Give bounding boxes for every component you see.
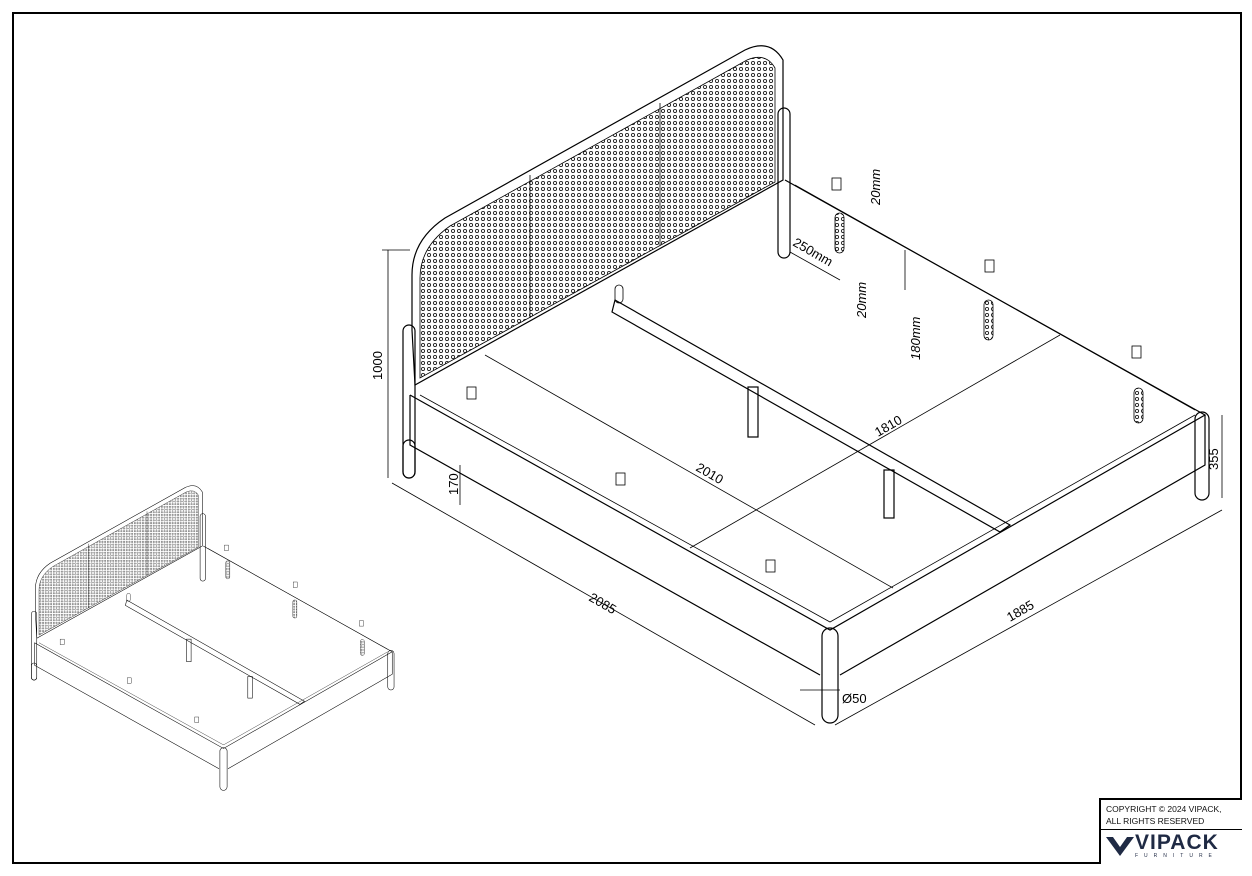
drawing-frame xyxy=(12,12,1242,864)
vipack-logo: VIPACK FURNITURE xyxy=(1101,830,1242,859)
dim-slat-offset: 250mm xyxy=(791,235,836,270)
dim-outer-width: 1885 xyxy=(1004,597,1037,624)
dim-height-total: 1000 xyxy=(370,351,385,380)
dimension-lines xyxy=(382,249,1223,726)
dim-leg-diameter: Ø50 xyxy=(842,691,867,706)
dim-rail-height: 355 xyxy=(1206,448,1221,470)
dim-inner-width: 1810 xyxy=(872,412,905,439)
vipack-logo-icon xyxy=(1106,836,1134,856)
title-block: COPYRIGHT © 2024 VIPACK, ALL RIGHTS RESE… xyxy=(1099,798,1242,864)
brand-name: VIPACK xyxy=(1135,831,1219,854)
copyright-line-1: COPYRIGHT © 2024 VIPACK, xyxy=(1106,804,1222,814)
thumbnail-bed-view xyxy=(31,485,395,791)
copyright-line-2: ALL RIGHTS RESERVED xyxy=(1106,816,1205,826)
brand-subtitle: FURNITURE xyxy=(1135,853,1218,859)
dim-bottom-gap: 20mm xyxy=(854,282,869,319)
copyright-notice: COPYRIGHT © 2024 VIPACK, ALL RIGHTS RESE… xyxy=(1101,800,1242,830)
dim-top-gap: 20mm xyxy=(868,169,883,206)
main-bed-view xyxy=(402,45,1210,724)
dim-clearance: 170 xyxy=(446,473,461,495)
dim-outer-length: 2085 xyxy=(587,590,620,617)
dim-rail-depth: 180mm xyxy=(908,316,923,360)
